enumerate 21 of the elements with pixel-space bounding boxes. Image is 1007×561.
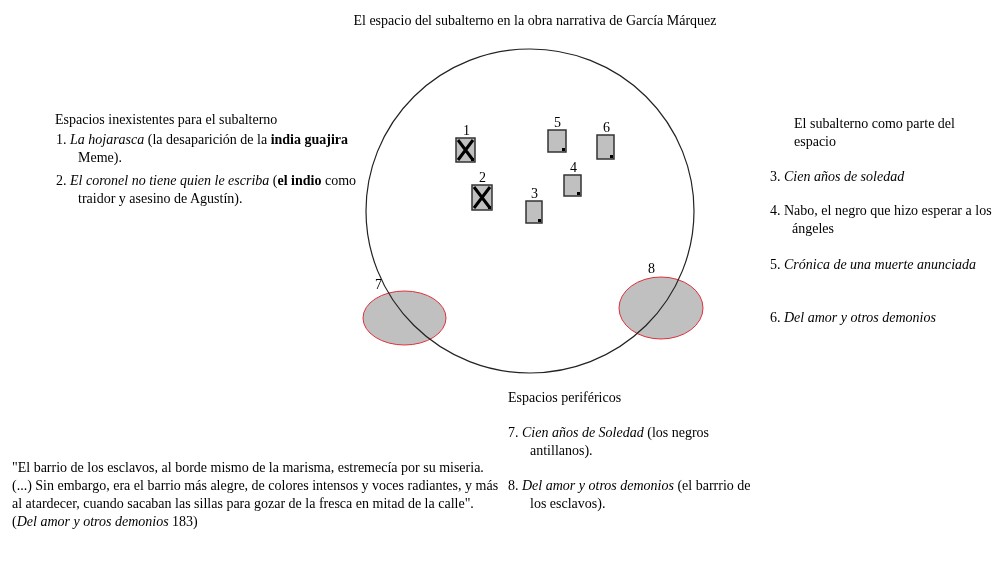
list-item: 3. Cien años de soledad: [769, 168, 906, 186]
callout-number: 7: [375, 278, 382, 292]
list-item: 5. Crónica de una muerte anunciada: [769, 256, 978, 274]
list-item: 6. Del amor y otros demonios: [769, 309, 937, 327]
callout-number: 4: [570, 161, 577, 175]
list-item: 1. La hojarasca (la desaparición de la india guajira Meme).: [55, 131, 350, 167]
list-item: 2. El coronel no tiene quien le escriba (el indio como traidor y asesino de Agustín).: [55, 172, 358, 208]
callout-number: 3: [531, 187, 538, 201]
section-heading: Espacios periféricos: [508, 389, 623, 407]
title: El espacio del subalterno en la obra narrativa de García Márquez: [352, 12, 718, 30]
callout-number: 5: [554, 116, 561, 130]
section-heading: El subalterno como parte del espacio: [794, 115, 956, 151]
callout-number: 1: [463, 124, 470, 138]
list-item: 8. Del amor y otros demonios (el barrrio de los esclavos).: [507, 477, 752, 513]
callout-number: 2: [479, 171, 486, 185]
section-heading: Espacios inexistentes para el subalterno: [55, 111, 279, 129]
list-item: 4. Nabo, el negro que hizo esperar a los ángeles: [769, 202, 993, 238]
callout-number: 6: [603, 121, 610, 135]
list-item: 7. Cien años de Soledad (los negros antillanos).: [507, 424, 711, 460]
callout-number: 8: [648, 262, 655, 276]
quotation: "El barrio de los esclavos, al borde mismo de la marisma, estremecía por su miseria. (...) Sin embargo, era el barrio más alegre, de colores intensos y voces radiantes, y más al atardecer, cuando sacaban las sillas para gozar de la fresca en mitad de la calle". (Del amor y otros demonios 183): [12, 459, 500, 531]
